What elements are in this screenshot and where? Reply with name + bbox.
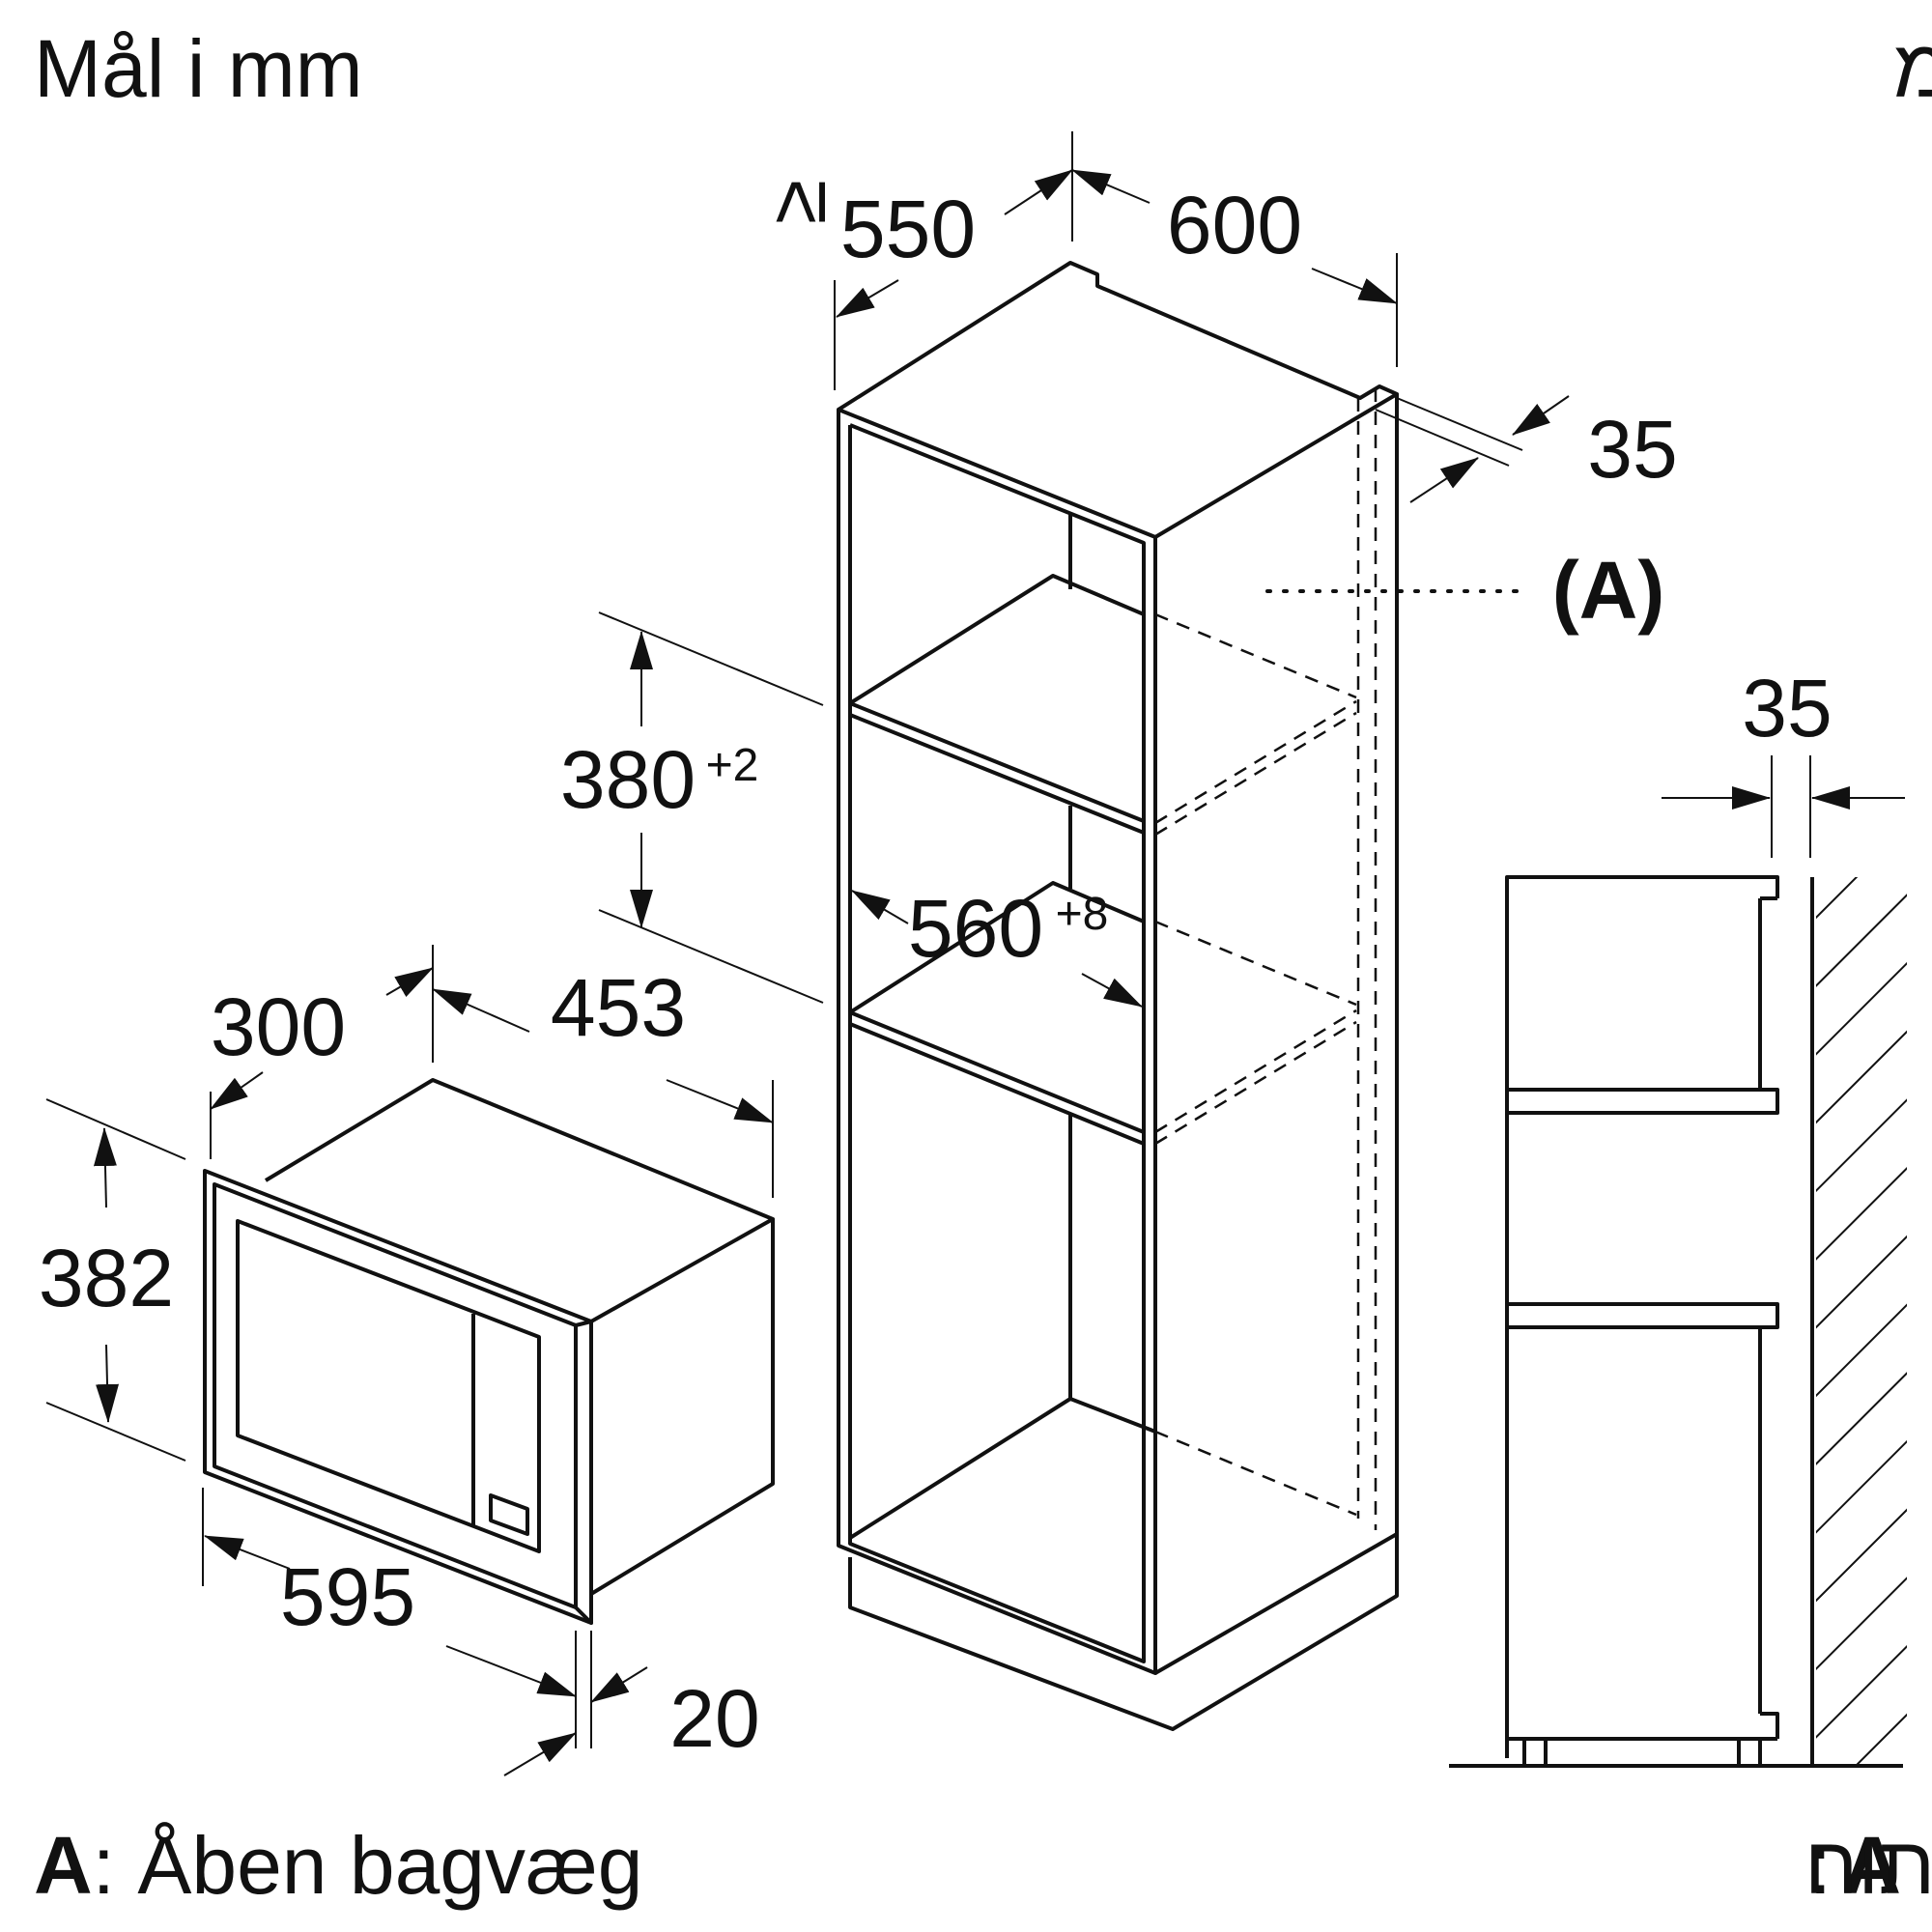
legend: A: Åben bagvæg A : לוח אחורי פתוח xyxy=(34,1820,1932,1911)
cab-niche-width-tol: +8 xyxy=(1056,889,1109,940)
mw-width-label: 453 xyxy=(551,962,686,1053)
mw-depth-label: 300 xyxy=(211,981,346,1072)
cab-niche-height-tol: +2 xyxy=(706,740,759,791)
legend-text-hebrew: לוח אחורי פתוח xyxy=(1804,1820,1932,1911)
cabinet-drawing xyxy=(837,261,1399,1731)
unit-label-hebrew: מידות במ"מ xyxy=(1893,23,1932,114)
mw-height-label: 382 xyxy=(39,1233,174,1323)
mw-front-depth-label: 20 xyxy=(669,1673,759,1764)
cab-min-depth-label: 550 xyxy=(840,184,976,274)
side-gap-label: 35 xyxy=(1742,663,1832,753)
side-view-drawing xyxy=(1449,875,1907,1768)
unit-label-danish: Mål i mm xyxy=(34,23,363,114)
cab-min-depth-symbol: ≥ xyxy=(752,180,842,224)
legend-letter-hebrew: A xyxy=(1842,1820,1901,1911)
legend-danish: A: Åben bagvæg xyxy=(34,1820,642,1911)
open-back-marker: (A) xyxy=(1552,545,1665,636)
mw-front-width-label: 595 xyxy=(280,1551,415,1642)
microwave-drawing xyxy=(203,1078,775,1625)
cab-back-gap-label: 35 xyxy=(1587,404,1677,495)
cab-width-label: 600 xyxy=(1167,180,1302,270)
legend-letter-danish: A xyxy=(34,1820,93,1911)
cab-niche-height-label: 380 xyxy=(560,734,696,825)
legend-text-danish: : Åben bagvæg xyxy=(93,1820,643,1911)
legend-colon-hebrew: : xyxy=(1809,1820,1832,1911)
cab-niche-width-label: 560 xyxy=(908,883,1043,974)
side-view-dimensions: 35 xyxy=(1662,663,1905,858)
cabinet-dimensions: ≥ 550 600 35 (A) 380 +2 560 +8 xyxy=(560,131,1678,1008)
microwave-dimensions: 300 453 382 595 20 xyxy=(39,945,774,1776)
